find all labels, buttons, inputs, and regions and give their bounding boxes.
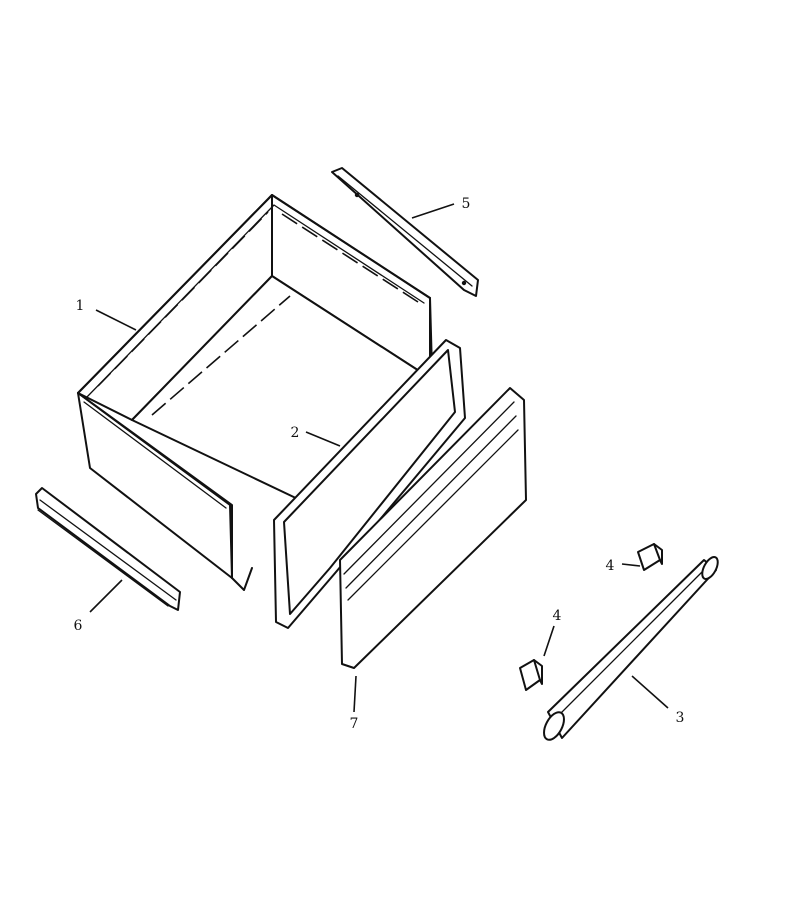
end-cap-right-body [637,543,661,571]
drawer-box-back-dash [281,213,419,303]
drawer-front-panel-fold-3 [347,429,519,601]
side-rail-line-1 [39,499,177,601]
leader-4b [543,625,555,657]
drawer-box-left-dash [97,211,269,387]
callout-7: 7 [350,716,359,732]
callout-6: 6 [74,618,83,634]
drawer-box-bracket [231,567,253,591]
end-cap-left-body [519,659,541,691]
handle-end-cap-left [519,659,543,691]
leader-3 [631,675,669,709]
rear-rail-hole-2 [461,280,467,286]
end-cap-left-side [533,659,543,685]
rear-rail-line [337,175,473,287]
leader-7 [353,675,357,713]
leader-4a [621,563,641,567]
leader-6 [89,579,123,613]
drawer-box-floor-dash [151,295,291,416]
drawer-box-front-lip [83,401,227,509]
handle-bar [547,559,717,739]
handle-end-left [543,711,565,741]
callout-4a: 4 [606,558,615,574]
leader-1 [95,309,137,331]
end-cap-right-side [653,543,663,565]
drawer-front-frame [273,339,466,629]
side-rail [35,487,181,611]
side-rail-body [35,487,181,611]
leader-2 [305,431,341,447]
rear-rail-hole-1 [354,192,360,198]
rear-rail [331,167,479,297]
callout-5: 5 [462,196,471,212]
handle-end-right [701,556,719,580]
drawer-front-frame-inner [283,349,456,615]
drawer-front-panel [339,387,527,669]
leader-5 [411,203,455,219]
callout-1: 1 [76,298,85,314]
rear-rail-body [331,167,479,297]
callout-2: 2 [291,425,300,441]
side-rail-line-2 [37,509,169,607]
handle [543,556,719,741]
callout-4b: 4 [553,608,562,624]
drawer-box-front-edge [77,392,233,579]
handle-bar-line [551,565,709,723]
callout-3: 3 [676,710,685,726]
drawer-front-panel-fold-1 [343,401,515,575]
drawer-front-panel-fold-2 [345,415,517,589]
drawer-box-rim [77,194,431,394]
handle-end-cap-right [637,543,663,571]
drawer-front-panel-body [339,387,527,669]
